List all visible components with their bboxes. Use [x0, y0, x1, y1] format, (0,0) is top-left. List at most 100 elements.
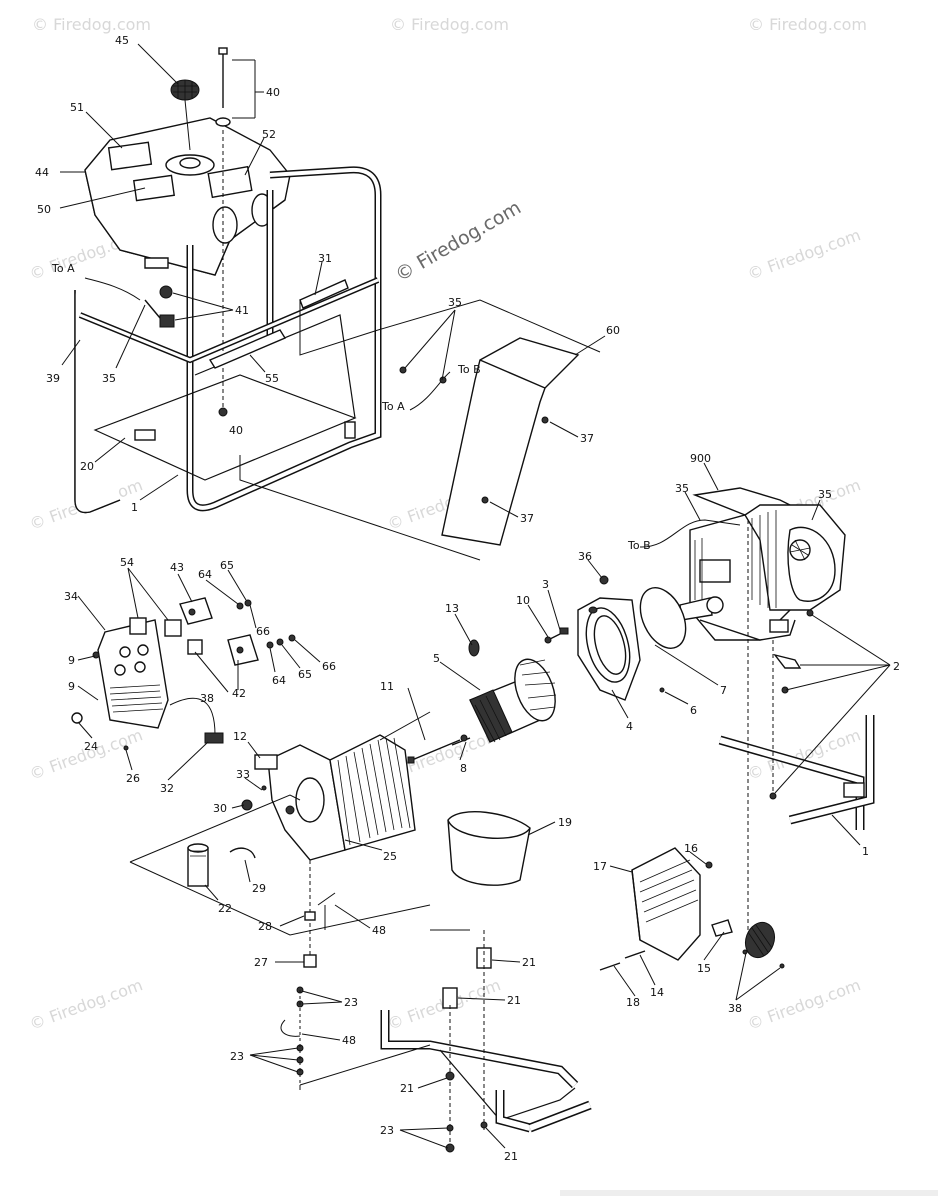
callout-36: 36 — [578, 550, 592, 563]
callout-35: 35 — [448, 296, 462, 309]
wire-note-a: To A — [51, 262, 75, 275]
callout-1: 1 — [862, 845, 869, 858]
callout-19: 19 — [558, 816, 572, 829]
wire-note-a: To A — [381, 400, 405, 413]
callout-54: 54 — [120, 556, 134, 569]
callout-37: 37 — [520, 512, 534, 525]
capacitor — [187, 843, 256, 887]
watermark: © Firedog.com — [748, 15, 867, 34]
callout-14: 14 — [650, 986, 664, 999]
callout-21: 21 — [522, 956, 536, 969]
stator-housing — [241, 711, 431, 861]
muffler-bracket — [441, 337, 580, 546]
callout-16: 16 — [684, 842, 698, 855]
watermark-main: © Firedog.com — [392, 197, 525, 287]
callout-51: 51 — [70, 101, 84, 114]
generator-adapter — [577, 597, 641, 701]
callout-labels: 45 40 51 52 44 50 31 41 35 39 55 40 20 1… — [35, 34, 900, 1163]
callout-42: 42 — [232, 687, 246, 700]
rotor-bolt — [407, 734, 468, 764]
callout-18: 18 — [626, 996, 640, 1009]
callout-52: 52 — [262, 128, 276, 141]
callout-64: 64 — [272, 674, 286, 687]
callout-65: 65 — [298, 668, 312, 681]
muffler — [599, 520, 785, 971]
callout-66: 66 — [256, 625, 270, 638]
callout-9: 9 — [68, 680, 75, 693]
callout-28: 28 — [258, 920, 272, 933]
footer-rule — [560, 1190, 938, 1196]
callout-55: 55 — [265, 372, 279, 385]
callout-37: 37 — [580, 432, 594, 445]
callout-10: 10 — [516, 594, 530, 607]
callout-48: 48 — [372, 924, 386, 937]
watermark: © Firedog.com — [745, 225, 863, 284]
callout-65: 65 — [220, 559, 234, 572]
callout-900: 900 — [690, 452, 711, 465]
callout-31: 31 — [318, 252, 332, 265]
callout-23: 23 — [230, 1050, 244, 1063]
callout-5: 5 — [433, 652, 440, 665]
watermark: © Firedog.com — [32, 15, 151, 34]
callout-25: 25 — [383, 850, 397, 863]
callout-39: 39 — [46, 372, 60, 385]
watermark: © Firedog.com — [390, 15, 509, 34]
receptacles — [129, 597, 296, 666]
callout-21: 21 — [400, 1082, 414, 1095]
callout-4: 4 — [626, 720, 633, 733]
callout-66: 66 — [322, 660, 336, 673]
callout-23: 23 — [344, 996, 358, 1009]
callout-26: 26 — [126, 772, 140, 785]
watermark: © Firedog.com — [27, 975, 145, 1034]
frame-lower — [380, 1010, 592, 1133]
callout-24: 24 — [84, 740, 98, 753]
fuel-valve — [84, 277, 175, 328]
fuel-tank — [84, 117, 291, 276]
callout-44: 44 — [35, 166, 49, 179]
callout-27: 27 — [254, 956, 268, 969]
callout-15: 15 — [697, 962, 711, 975]
callout-48: 48 — [342, 1034, 356, 1047]
watermark: © Firedog.com — [745, 975, 863, 1034]
callout-35: 35 — [102, 372, 116, 385]
wire-note-b: To B — [457, 363, 481, 376]
wire-note-b: To B — [627, 539, 651, 552]
callout-32: 32 — [160, 782, 174, 795]
callout-35: 35 — [675, 482, 689, 495]
callout-30: 30 — [213, 802, 227, 815]
control-panel — [92, 619, 169, 729]
callout-20: 20 — [80, 460, 94, 473]
callout-43: 43 — [170, 561, 184, 574]
callout-1: 1 — [131, 501, 138, 514]
hardware — [468, 575, 665, 693]
callout-13: 13 — [445, 602, 459, 615]
engine — [679, 487, 846, 641]
callout-34: 34 — [64, 590, 78, 603]
callout-12: 12 — [233, 730, 247, 743]
callout-29: 29 — [252, 882, 266, 895]
callout-23: 23 — [380, 1124, 394, 1137]
callout-35: 35 — [818, 488, 832, 501]
callout-21: 21 — [507, 994, 521, 1007]
vibration-mounts — [280, 860, 492, 1153]
fuel-cap — [170, 79, 200, 151]
callout-41: 41 — [235, 304, 249, 317]
callout-8: 8 — [460, 762, 467, 775]
callout-11: 11 — [380, 680, 394, 693]
leader-lines — [59, 43, 891, 1149]
rotor — [451, 658, 557, 746]
callout-7: 7 — [720, 684, 727, 697]
stator-band — [447, 811, 531, 886]
engine-adapter — [639, 587, 687, 649]
callout-60: 60 — [606, 324, 620, 337]
callout-33: 33 — [236, 768, 250, 781]
callout-40: 40 — [266, 86, 280, 99]
frame — [74, 166, 382, 514]
callout-9: 9 — [68, 654, 75, 667]
callout-2: 2 — [893, 660, 900, 673]
callout-22: 22 — [218, 902, 232, 915]
callout-50: 50 — [37, 203, 51, 216]
wire-harness — [71, 697, 224, 751]
callout-38: 38 — [200, 692, 214, 705]
